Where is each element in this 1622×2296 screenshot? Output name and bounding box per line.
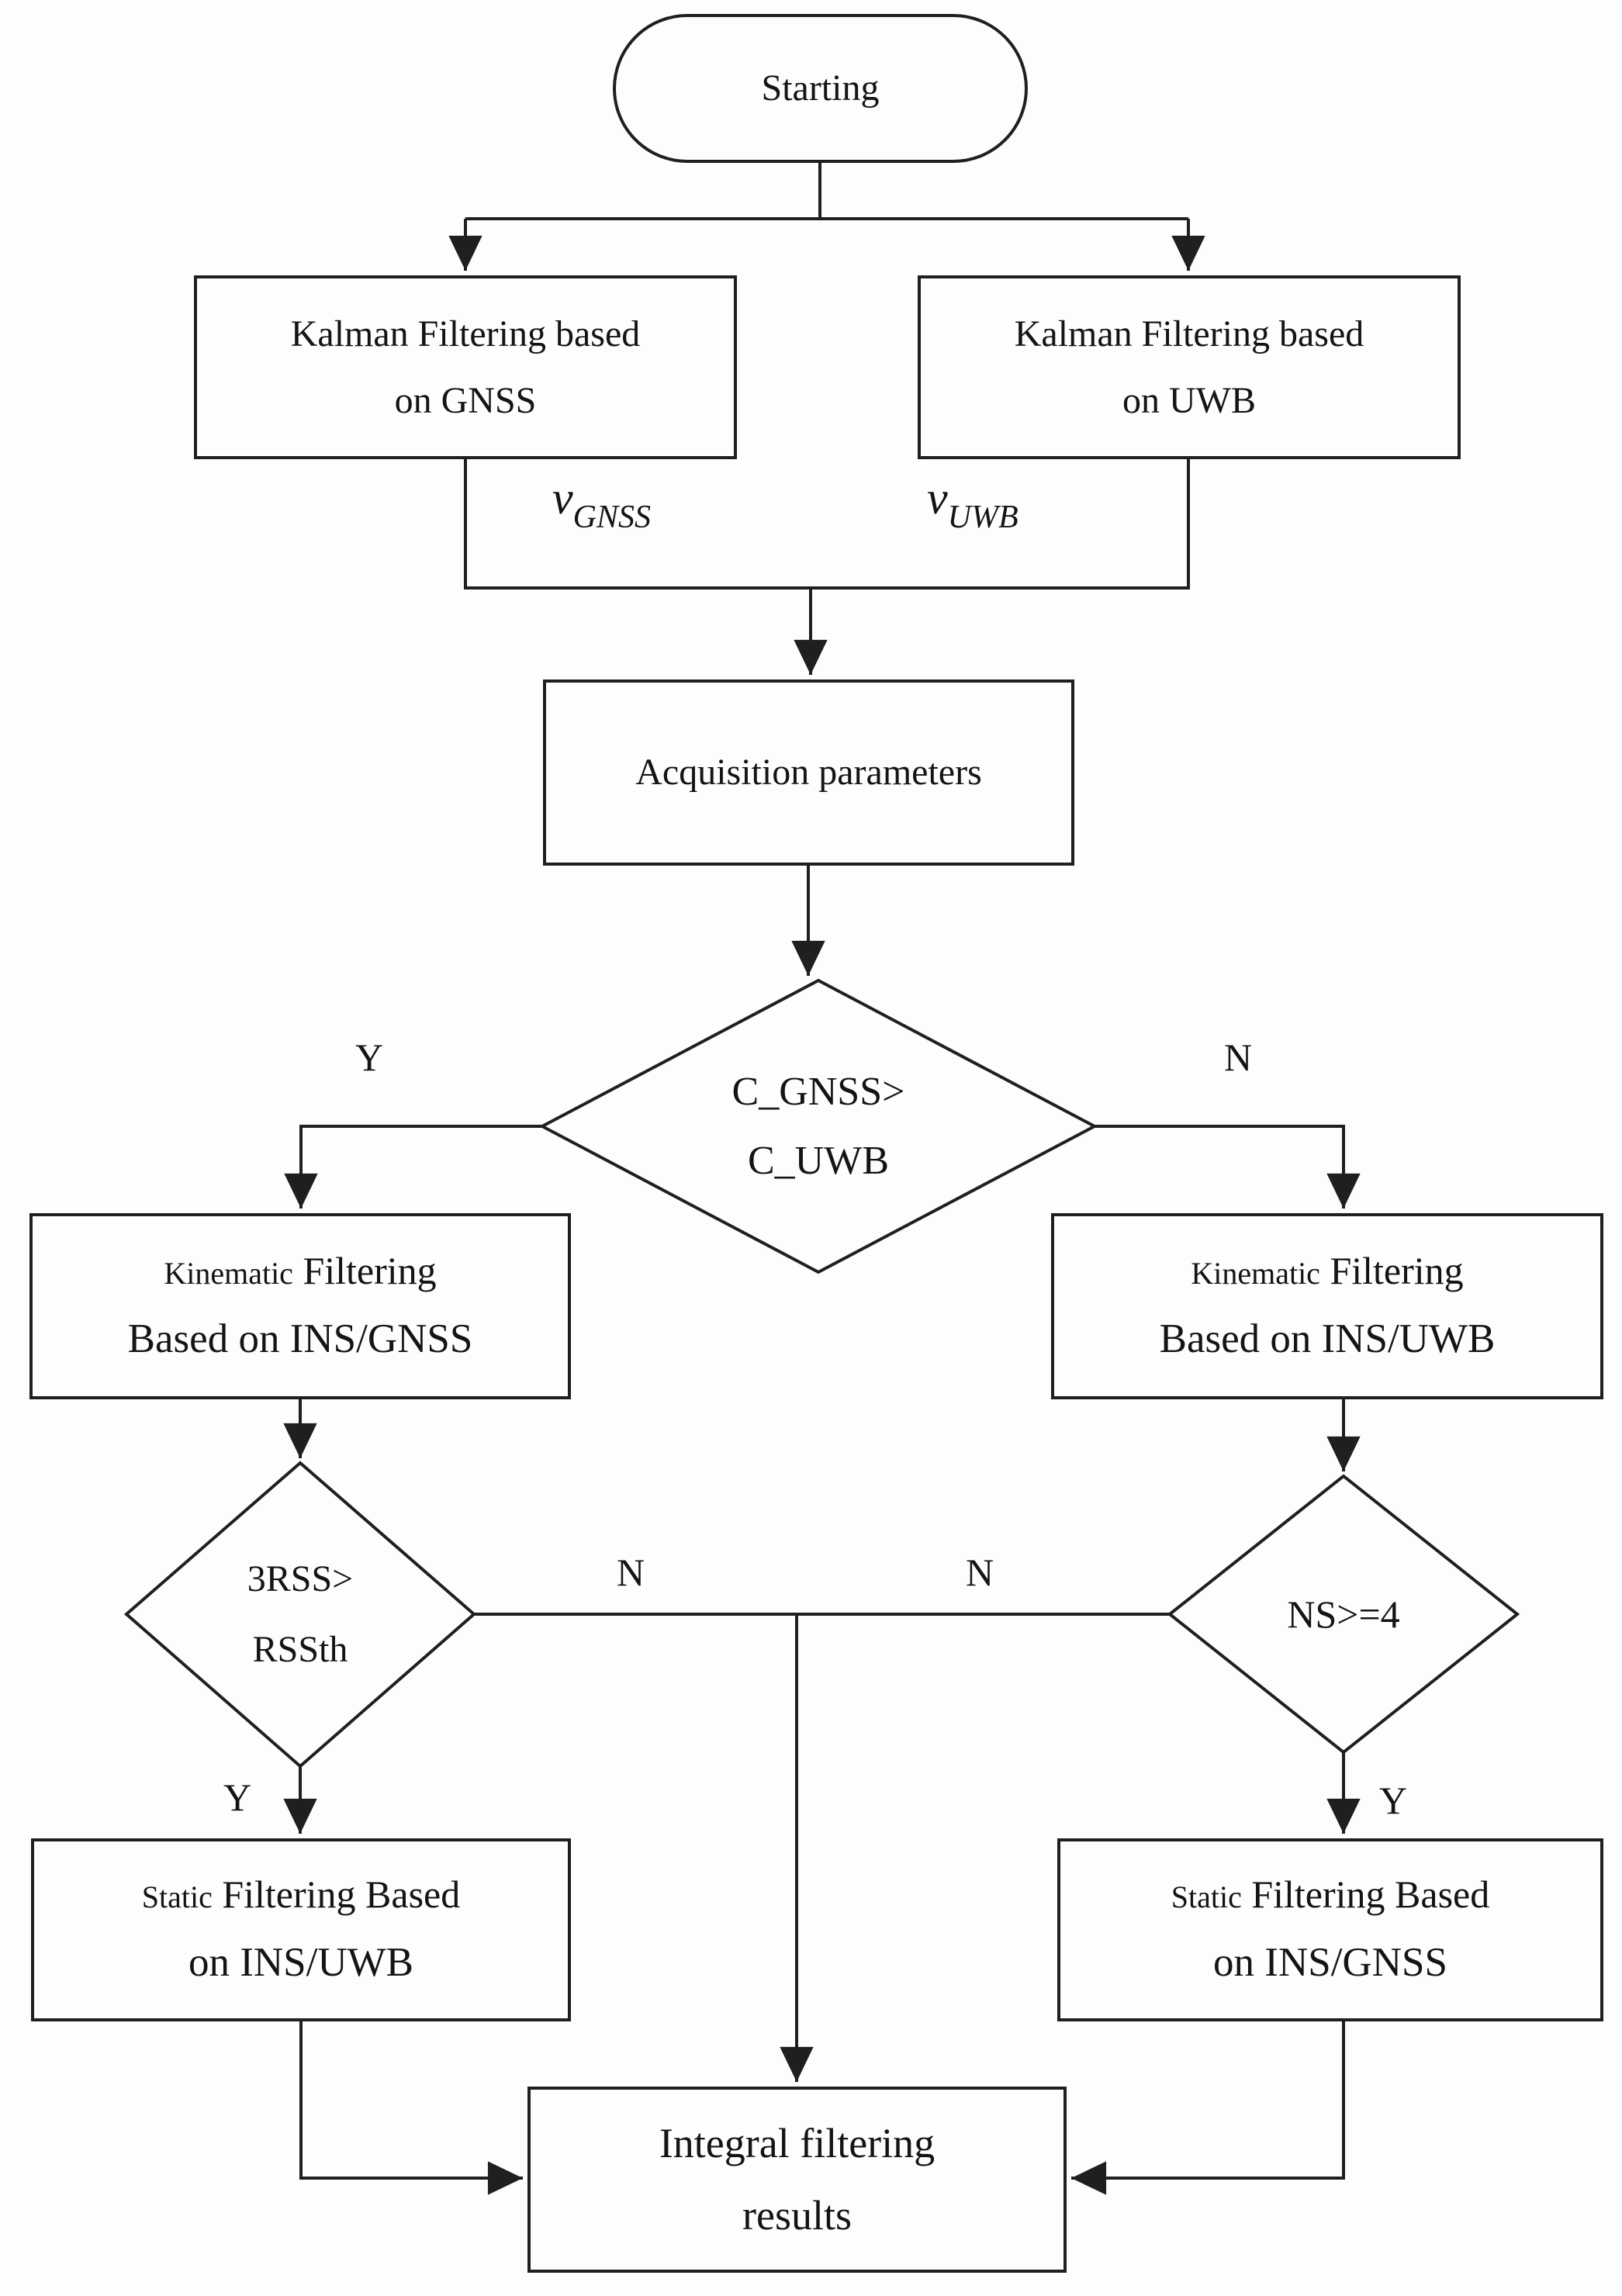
process-integral-line1: Integral filtering: [659, 2120, 936, 2167]
v-uwb-subscript: UWB: [947, 500, 1019, 535]
kinematic-gnss-line1-rest: Filtering: [292, 1249, 437, 1293]
static-uwb-line1-rest: Filtering Based: [212, 1872, 461, 1917]
static-gnss-line1-rest: Filtering Based: [1241, 1872, 1490, 1917]
process-kalman-gnss-line1: Kalman Filtering based: [290, 313, 641, 355]
decision-rss-text: 3RSS> RSSth: [126, 1540, 474, 1688]
v-gnss-base: v: [552, 472, 573, 524]
kinematic-uwb-lead: Kinematic: [1191, 1256, 1320, 1292]
kinematic-uwb-line1-rest: Filtering: [1319, 1249, 1464, 1293]
v-uwb-base: v: [927, 472, 948, 524]
process-kinematic-gnss: Kinematic Filtering Based on INS/GNSS: [29, 1213, 571, 1399]
edge-decision-c-yes: [284, 1125, 542, 1209]
process-kinematic-uwb-line1: Kinematic Filtering: [1191, 1237, 1463, 1304]
branch-label-ns-no: N: [966, 1551, 994, 1594]
process-static-uwb: Static Filtering Based on INS/UWB: [31, 1838, 571, 2021]
decision-ns-diamond: [1167, 1474, 1520, 1755]
decision-c-line1: C_GNSS>: [731, 1069, 905, 1114]
edge-kalman-merge: [464, 459, 1190, 590]
decision-c-text: C_GNSS> C_UWB: [542, 1056, 1095, 1196]
process-kalman-uwb: Kalman Filtering based on UWB: [918, 275, 1461, 459]
decision-c-diamond: [538, 978, 1098, 1274]
branch-label-c-no: N: [1224, 1036, 1253, 1079]
process-kinematic-uwb-line2: Based on INS/UWB: [1159, 1316, 1496, 1362]
process-integral-line2: results: [742, 2192, 852, 2239]
process-acquisition-label: Acquisition parameters: [635, 752, 982, 794]
process-kinematic-uwb: Kinematic Filtering Based on INS/UWB: [1051, 1213, 1603, 1399]
process-acquisition: Acquisition parameters: [543, 679, 1074, 866]
static-gnss-lead: Static: [1171, 1879, 1242, 1915]
decision-c-line2: C_UWB: [748, 1139, 889, 1183]
process-static-gnss: Static Filtering Based on INS/GNSS: [1057, 1838, 1603, 2021]
edge-static-gnss-to-integral: [1071, 2021, 1345, 2195]
process-kinematic-gnss-line1: Kinematic Filtering: [164, 1237, 436, 1304]
branch-label-rss-yes: Y: [223, 1776, 252, 1819]
decision-rss-line2: RSSth: [252, 1629, 348, 1670]
start-terminator: Starting: [613, 14, 1028, 163]
decision-rss-diamond: [123, 1461, 477, 1769]
process-static-gnss-line1: Static Filtering Based: [1171, 1861, 1490, 1928]
process-kalman-uwb-line1: Kalman Filtering based: [1014, 313, 1364, 355]
edge-decision-c-no: [1095, 1125, 1361, 1209]
branch-label-rss-no: N: [617, 1551, 645, 1594]
process-kalman-gnss-line2: on GNSS: [394, 379, 537, 421]
process-kinematic-gnss-line2: Based on INS/GNSS: [127, 1316, 473, 1362]
branch-label-ns-yes: Y: [1379, 1779, 1408, 1822]
decision-ns-label: NS>=4: [1287, 1592, 1400, 1636]
edge-start-split: [465, 163, 1188, 220]
process-static-gnss-line2: on INS/GNSS: [1213, 1940, 1447, 1986]
process-kalman-uwb-line2: on UWB: [1122, 379, 1256, 421]
process-static-uwb-line2: on INS/UWB: [188, 1940, 414, 1986]
process-integral-results: Integral filtering results: [527, 2087, 1067, 2273]
edge-label-v-uwb: vUWB: [927, 475, 1019, 534]
kinematic-gnss-lead: Kinematic: [164, 1256, 293, 1292]
edge-label-v-gnss: vGNSS: [552, 475, 651, 534]
branch-label-c-yes: Y: [355, 1036, 384, 1079]
start-label: Starting: [761, 67, 880, 109]
edge-static-uwb-to-integral: [299, 2021, 523, 2195]
process-static-uwb-line1: Static Filtering Based: [142, 1861, 461, 1928]
static-uwb-lead: Static: [141, 1879, 213, 1915]
v-gnss-subscript: GNSS: [572, 500, 651, 535]
decision-ns-text: NS>=4: [1170, 1590, 1517, 1638]
decision-rss-line1: 3RSS>: [247, 1558, 354, 1599]
process-kalman-gnss: Kalman Filtering based on GNSS: [194, 275, 737, 459]
